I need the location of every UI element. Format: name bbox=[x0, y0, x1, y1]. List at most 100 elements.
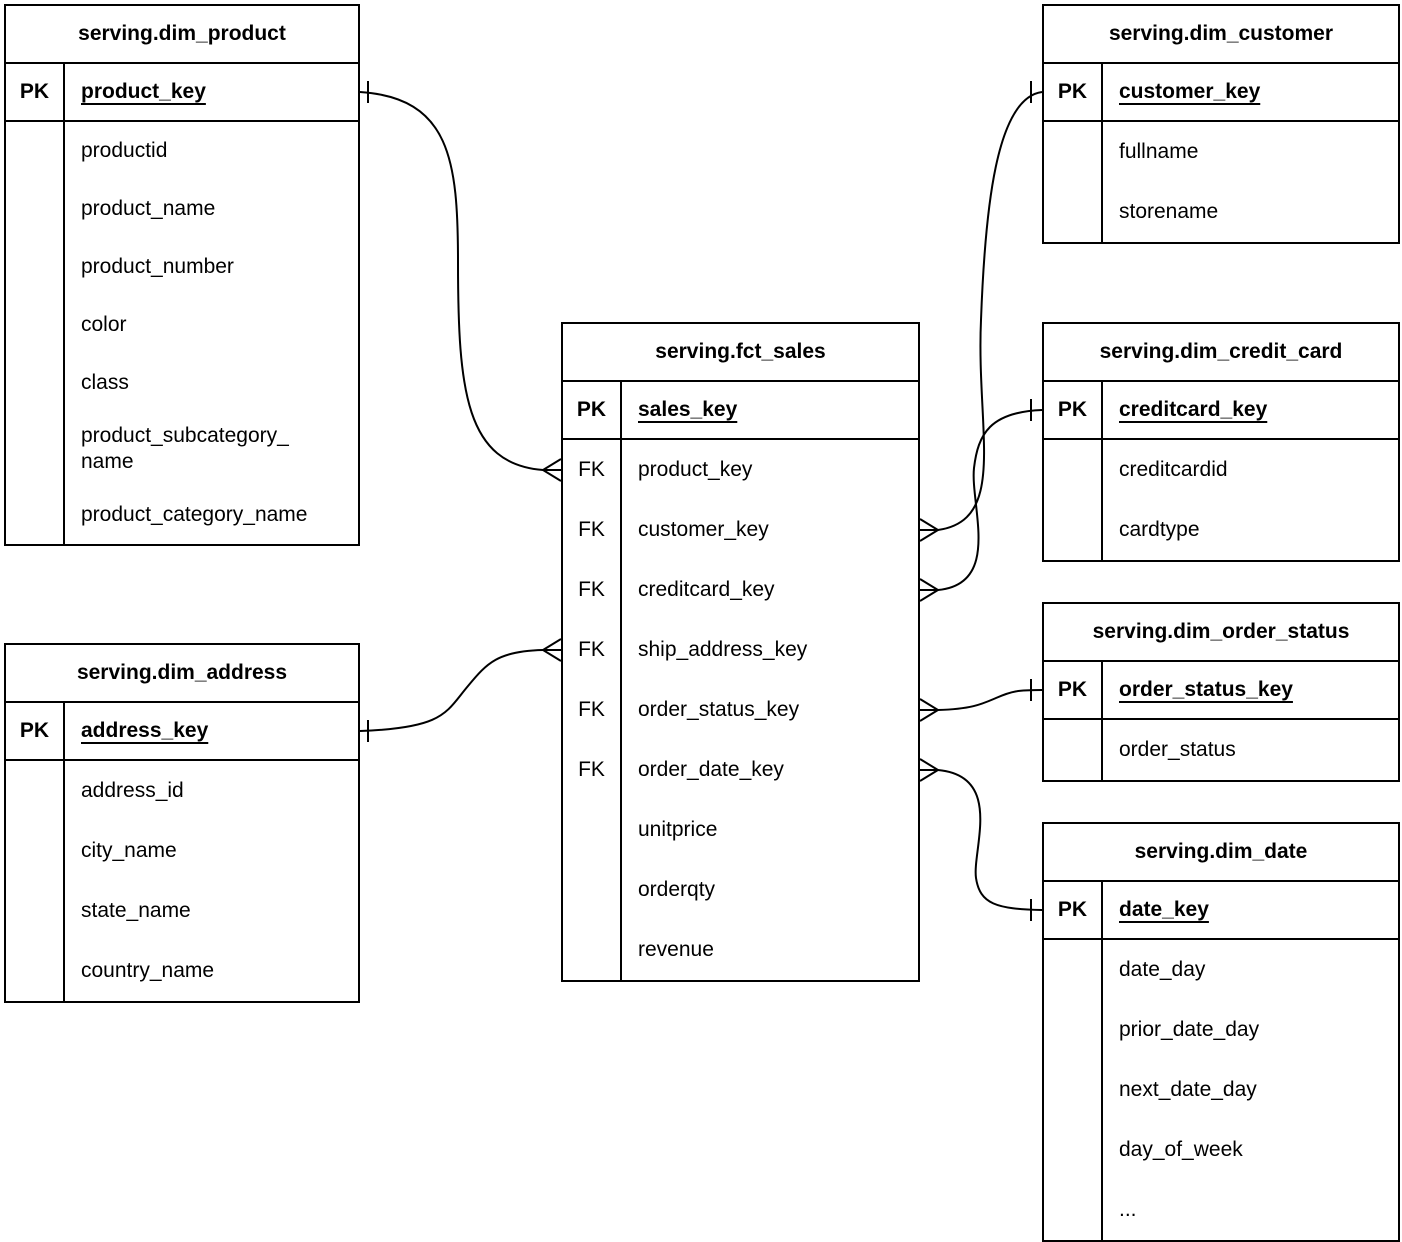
relationship-creditcard-sales[interactable] bbox=[919, 399, 1043, 602]
key-tag bbox=[1044, 720, 1103, 780]
key-tag bbox=[1044, 1120, 1103, 1180]
table-row: FK order_status_key bbox=[563, 680, 918, 740]
key-tag bbox=[1044, 1180, 1103, 1240]
key-tag bbox=[6, 296, 65, 354]
edge-line bbox=[937, 409, 1043, 591]
entity-dim-credit-card[interactable]: serving.dim_credit_card PK creditcard_ke… bbox=[1042, 322, 1400, 562]
key-tag bbox=[563, 920, 622, 980]
key-tag bbox=[1044, 500, 1103, 560]
entity-dim-product[interactable]: serving.dim_product PK product_key produ… bbox=[4, 4, 360, 546]
key-tag bbox=[1044, 940, 1103, 1000]
field: ship_address_key bbox=[638, 637, 808, 661]
relationship-product-sales[interactable] bbox=[359, 81, 562, 482]
field: storename bbox=[1119, 199, 1219, 223]
entity-dim-date[interactable]: serving.dim_date PK date_key date_day pr… bbox=[1042, 822, 1400, 1242]
table-row: color bbox=[6, 296, 358, 354]
edge-line bbox=[359, 91, 544, 471]
key-tag bbox=[6, 354, 65, 412]
entity-fct-sales[interactable]: serving.fct_sales PK sales_key FK produc… bbox=[561, 322, 920, 982]
table-row: productid bbox=[6, 122, 358, 180]
fk-tag: FK bbox=[563, 620, 622, 680]
table-row: prior_date_day bbox=[1044, 1000, 1398, 1060]
key-tag bbox=[1044, 1060, 1103, 1120]
field: creditcard_key bbox=[638, 577, 775, 601]
key-tag bbox=[6, 486, 65, 544]
field: productid bbox=[81, 138, 168, 162]
entity-dim-address[interactable]: serving.dim_address PK address_key addre… bbox=[4, 643, 360, 1003]
field: order_status_key bbox=[638, 697, 800, 721]
field: fullname bbox=[1119, 139, 1199, 163]
key-tag bbox=[6, 881, 65, 941]
field: unitprice bbox=[638, 817, 718, 841]
table-title: serving.dim_customer bbox=[1044, 6, 1398, 64]
table-row: PK sales_key bbox=[563, 382, 918, 440]
cardinality-many-crowfoot bbox=[919, 698, 940, 722]
table-row: revenue bbox=[563, 920, 918, 980]
table-row: address_id bbox=[6, 761, 358, 821]
field: cardtype bbox=[1119, 517, 1200, 541]
key-tag bbox=[1044, 122, 1103, 182]
key-tag bbox=[6, 238, 65, 296]
relationship-customer-sales[interactable] bbox=[919, 81, 1043, 542]
table-title: serving.dim_product bbox=[6, 6, 358, 64]
relationship-address-sales[interactable] bbox=[359, 638, 562, 742]
table-title: serving.dim_credit_card bbox=[1044, 324, 1398, 382]
edge-line bbox=[937, 689, 1043, 711]
relationship-orderstatus-sales[interactable] bbox=[919, 679, 1043, 722]
table-row: FK customer_key bbox=[563, 500, 918, 560]
pk-tag: PK bbox=[1044, 662, 1103, 718]
table-row: next_date_day bbox=[1044, 1060, 1398, 1120]
key-tag bbox=[1044, 440, 1103, 500]
field: next_date_day bbox=[1119, 1077, 1257, 1101]
field: creditcardid bbox=[1119, 457, 1228, 481]
entity-dim-customer[interactable]: serving.dim_customer PK customer_key ful… bbox=[1042, 4, 1400, 244]
field: orderqty bbox=[638, 877, 716, 901]
key-tag bbox=[6, 180, 65, 238]
table-row: unitprice bbox=[563, 800, 918, 860]
field: customer_key bbox=[638, 517, 769, 541]
field: product_number bbox=[81, 254, 234, 278]
cardinality-many-crowfoot bbox=[919, 578, 940, 602]
field: class bbox=[81, 370, 129, 394]
pk-field: order_status_key bbox=[1119, 677, 1293, 701]
table-row: country_name bbox=[6, 941, 358, 1001]
field: revenue bbox=[638, 937, 714, 961]
pk-field: address_key bbox=[81, 718, 209, 742]
field: product_category_name bbox=[81, 502, 308, 526]
relationship-date-sales[interactable] bbox=[919, 758, 1043, 921]
table-title: serving.dim_date bbox=[1044, 824, 1398, 882]
key-tag bbox=[6, 412, 65, 486]
field: color bbox=[81, 312, 127, 336]
cardinality-many-crowfoot bbox=[919, 758, 940, 782]
pk-tag: PK bbox=[563, 382, 622, 438]
table-row: PK customer_key bbox=[1044, 64, 1398, 122]
field: day_of_week bbox=[1119, 1137, 1243, 1161]
pk-tag: PK bbox=[6, 64, 65, 120]
table-row: cardtype bbox=[1044, 500, 1398, 560]
table-row: city_name bbox=[6, 821, 358, 881]
field: ... bbox=[1119, 1197, 1137, 1221]
table-row: state_name bbox=[6, 881, 358, 941]
key-tag bbox=[1044, 1000, 1103, 1060]
cardinality-many-crowfoot bbox=[541, 638, 562, 662]
entity-dim-order-status[interactable]: serving.dim_order_status PK order_status… bbox=[1042, 602, 1400, 782]
table-row: orderqty bbox=[563, 860, 918, 920]
cardinality-many-crowfoot bbox=[919, 518, 940, 542]
field: state_name bbox=[81, 898, 191, 922]
table-row: PK product_key bbox=[6, 64, 358, 122]
key-tag bbox=[1044, 182, 1103, 242]
table-row: ... bbox=[1044, 1180, 1398, 1240]
pk-field: customer_key bbox=[1119, 79, 1261, 103]
table-title: serving.fct_sales bbox=[563, 324, 918, 382]
key-tag bbox=[6, 761, 65, 821]
table-row: PK date_key bbox=[1044, 882, 1398, 940]
field: product_​subcategory_​name bbox=[81, 423, 289, 473]
table-row: date_day bbox=[1044, 940, 1398, 1000]
table-title: serving.dim_order_status bbox=[1044, 604, 1398, 662]
edge-line bbox=[937, 769, 1043, 911]
table-row: FK creditcard_key bbox=[563, 560, 918, 620]
pk-field: product_key bbox=[81, 79, 206, 103]
field: city_name bbox=[81, 838, 177, 862]
pk-tag: PK bbox=[1044, 382, 1103, 438]
